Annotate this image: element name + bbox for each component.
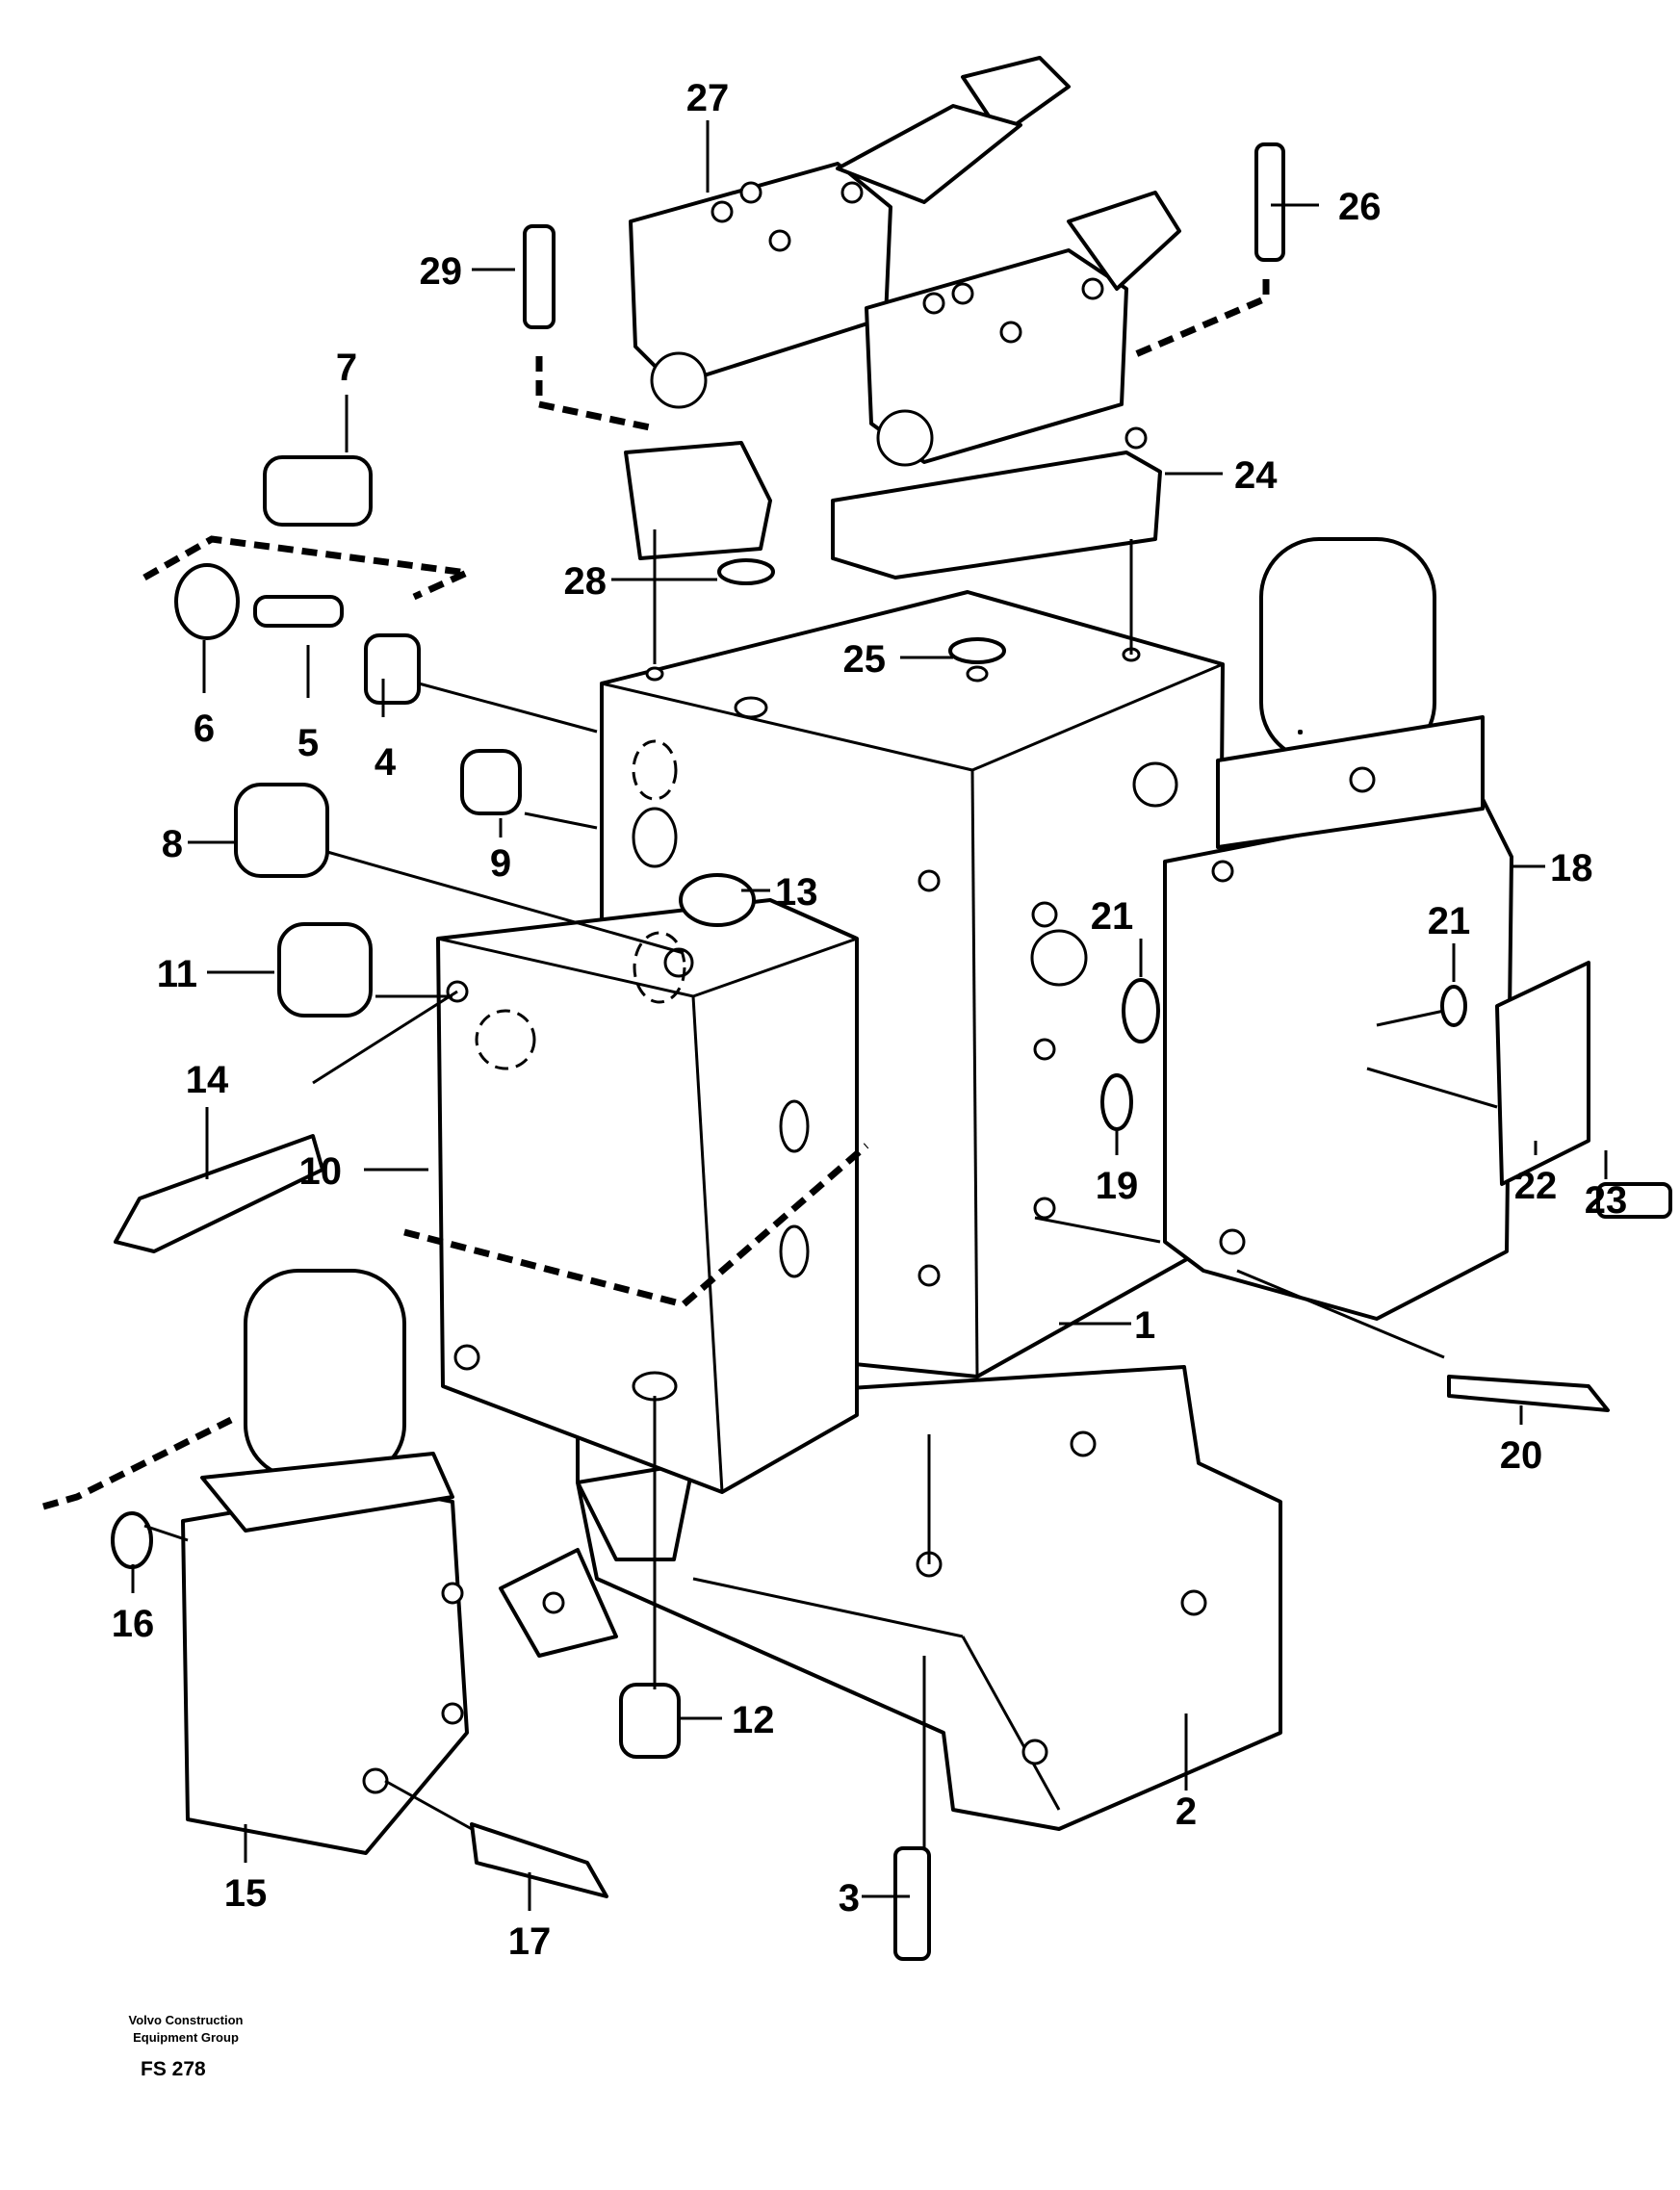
callout-10: 10 — [299, 1150, 343, 1193]
alignment-lines — [143, 529, 1498, 1848]
callout-27: 27 — [686, 77, 730, 119]
callout-23: 23 — [1585, 1179, 1628, 1222]
callout-18: 18 — [1550, 847, 1593, 889]
footer: Volvo Construction Equipment Group FS 27… — [114, 2012, 258, 2081]
solenoid-block-18 — [1163, 537, 1513, 1321]
callout-29: 29 — [420, 250, 463, 293]
callout-28: 28 — [564, 560, 607, 603]
callout-8: 8 — [162, 823, 183, 865]
callout-17: 17 — [508, 1920, 552, 1963]
callout-21b: 21 — [1428, 900, 1471, 942]
callout-20: 20 — [1500, 1434, 1543, 1477]
callout-4: 4 — [375, 741, 397, 784]
cover-plate-22 — [1495, 961, 1590, 1186]
valve-section-10 — [436, 898, 859, 1494]
pilot-valve-15 — [181, 1269, 469, 1855]
solenoid-valve-24 — [831, 191, 1181, 580]
callout-3: 3 — [839, 1877, 860, 1919]
callout-15: 15 — [224, 1872, 268, 1915]
callout-19: 19 — [1096, 1165, 1139, 1207]
callout-25: 25 — [843, 638, 887, 681]
callout-24: 24 — [1234, 454, 1278, 497]
assembly-dashed-lines — [42, 279, 1270, 1510]
callout-1: 1 — [1134, 1304, 1155, 1347]
callout-21a: 21 — [1091, 895, 1134, 938]
callout-9: 9 — [490, 842, 511, 885]
callout-14: 14 — [186, 1059, 229, 1101]
callout-7: 7 — [336, 347, 357, 389]
footer-org-line-1: Volvo Construction — [128, 2013, 244, 2027]
callout-12: 12 — [732, 1699, 775, 1741]
callout-11: 11 — [157, 953, 197, 995]
callout-labels: 1 2 3 4 5 6 7 8 9 10 11 12 13 14 15 16 1 — [112, 77, 1628, 1963]
callout-2: 2 — [1176, 1791, 1197, 1833]
callout-16: 16 — [112, 1603, 155, 1645]
callout-5: 5 — [297, 722, 319, 764]
small-hardware — [111, 142, 1672, 1961]
solenoid-valve-27 — [624, 56, 1071, 560]
callout-13: 13 — [775, 871, 818, 914]
base-bracket — [499, 1365, 1282, 1831]
figure-code: FS 278 — [141, 2058, 206, 2080]
callout-26: 26 — [1338, 186, 1382, 228]
callout-6: 6 — [194, 708, 215, 750]
footer-org-line-2: Equipment Group — [133, 2030, 239, 2045]
callout-22: 22 — [1514, 1165, 1558, 1207]
